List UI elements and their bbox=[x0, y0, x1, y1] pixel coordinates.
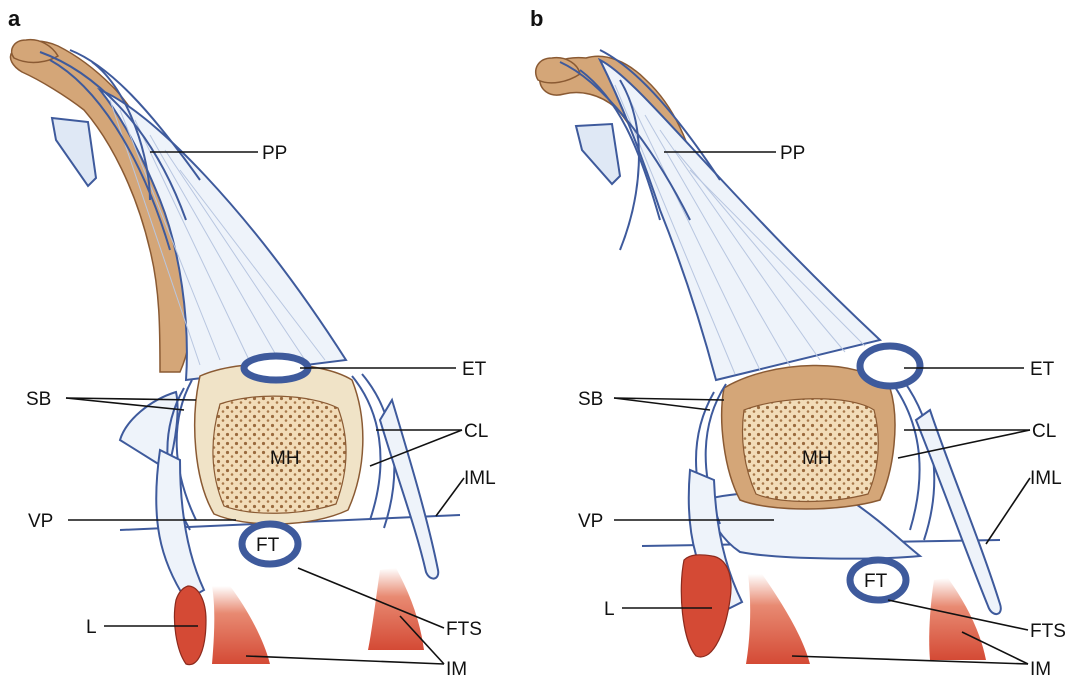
leader-im-a1 bbox=[246, 656, 444, 664]
label-cl-a: CL bbox=[464, 421, 488, 442]
panel-a-letter: a bbox=[8, 6, 21, 31]
tendon-right-b bbox=[916, 410, 1001, 614]
panel-a: a bbox=[8, 6, 496, 680]
label-et-b: ET bbox=[1030, 359, 1055, 380]
label-pp-a: PP bbox=[262, 143, 287, 164]
lumbrical-muscle-b bbox=[681, 555, 731, 657]
label-mh-a: MH bbox=[270, 448, 300, 469]
label-vp-a: VP bbox=[28, 511, 53, 532]
extensor-tendon-ring-b bbox=[860, 346, 920, 386]
label-cl-b: CL bbox=[1032, 421, 1056, 442]
sagittal-flap-a bbox=[52, 118, 96, 186]
tendon-right-a bbox=[380, 400, 438, 579]
leader-im-b1 bbox=[792, 656, 1028, 664]
label-vp-b: VP bbox=[578, 511, 603, 532]
label-pp-b: PP bbox=[780, 143, 805, 164]
panel-b-letter: b bbox=[530, 6, 543, 31]
label-l-a: L bbox=[86, 617, 97, 638]
interosseous-muscle-1-a bbox=[212, 586, 270, 664]
label-im-b: IM bbox=[1030, 659, 1051, 680]
label-ft-b: FT bbox=[864, 571, 888, 592]
label-mh-b: MH bbox=[802, 448, 832, 469]
leader-fts-a bbox=[298, 568, 444, 628]
label-sb-a: SB bbox=[26, 389, 51, 410]
collateral-2-b bbox=[900, 376, 934, 540]
sagittal-flap-b bbox=[576, 124, 620, 184]
label-iml-b: IML bbox=[1030, 468, 1062, 489]
panel-b: b bbox=[530, 6, 1066, 680]
interosseous-muscle-1-b bbox=[746, 574, 810, 664]
label-l-b: L bbox=[604, 599, 615, 620]
tendon-left-a bbox=[156, 450, 204, 600]
leader-iml-a bbox=[436, 478, 464, 516]
label-fts-a: FTS bbox=[446, 619, 482, 640]
extensor-tendon-ring-a bbox=[244, 356, 308, 380]
label-im-a: IM bbox=[446, 659, 467, 680]
label-fts-b: FTS bbox=[1030, 621, 1066, 642]
label-sb-b: SB bbox=[578, 389, 603, 410]
label-iml-a: IML bbox=[464, 468, 496, 489]
label-ft-a: FT bbox=[256, 535, 280, 556]
leader-iml-b bbox=[986, 478, 1030, 544]
label-et-a: ET bbox=[462, 359, 487, 380]
